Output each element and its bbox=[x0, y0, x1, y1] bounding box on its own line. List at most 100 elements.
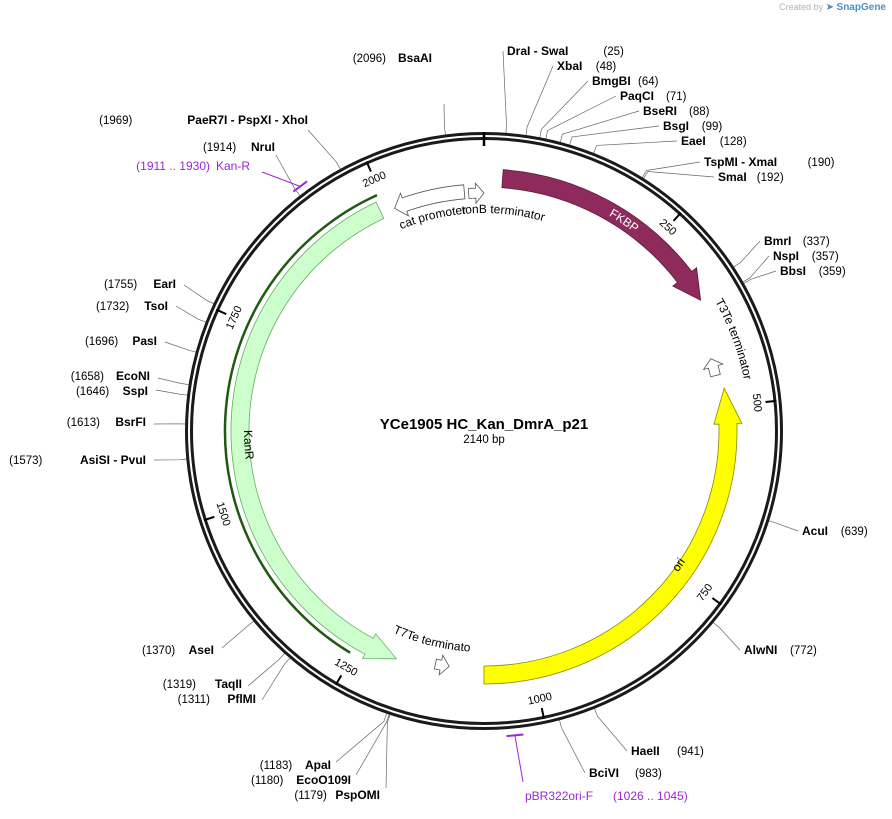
site-leader-xbai bbox=[526, 66, 553, 136]
site-label-tspmi-xmai: TspMI - XmaI (190) bbox=[704, 155, 835, 169]
site-label-nrui: NruI(1914) bbox=[203, 140, 275, 154]
site-position-xbai: (48) bbox=[596, 61, 617, 73]
site-name-tspmi-xmai: TspMI - XmaI bbox=[704, 155, 777, 169]
primer-range-pbr322ori-f: (1026 .. 1045) bbox=[613, 789, 688, 803]
site-position-bcivi: (983) bbox=[635, 768, 662, 780]
feature-label-tonb-terminator: tonB terminator bbox=[461, 202, 546, 224]
tick-label-1750: 1750 bbox=[224, 304, 245, 331]
site-position-asei: (1370) bbox=[142, 645, 175, 657]
site-label-smai: SmaI(192) bbox=[718, 170, 784, 184]
primer-leader-kan-r bbox=[262, 172, 300, 186]
site-leader-asisi-pvui bbox=[154, 459, 187, 460]
site-leader-bbsi bbox=[743, 271, 776, 284]
plasmid-name: YCe1905 HC_Kan_DmrA_p21 bbox=[380, 416, 588, 433]
site-name-smai: SmaI bbox=[718, 170, 747, 184]
site-label-sspi: SspI(1646) bbox=[76, 384, 148, 398]
site-leader-bmri bbox=[733, 241, 760, 267]
site-name-alwni: AlwNI bbox=[744, 643, 777, 657]
site-leader-tsoi bbox=[176, 306, 207, 322]
site-position-bbsi: (359) bbox=[819, 266, 846, 278]
tick-label-1000: 1000 bbox=[527, 691, 553, 708]
plasmid-size: 2140 bp bbox=[463, 434, 505, 446]
site-label-alwni: AlwNI (772) bbox=[744, 643, 817, 657]
site-label-eaei: EaeI (128) bbox=[681, 134, 747, 148]
site-leader-bmgbi bbox=[540, 81, 588, 138]
primer-range-kan-r: (1911 .. 1930) bbox=[136, 159, 210, 173]
site-position-bmgbi: (64) bbox=[638, 76, 659, 88]
tick-label-1500: 1500 bbox=[214, 501, 233, 528]
site-label-bsaai: BsaAI(2096) bbox=[353, 51, 432, 65]
site-leader-smai bbox=[643, 172, 714, 180]
site-label-paer7i-pspxi-xhoi: PaeR7I - PspXI - XhoI(1969) bbox=[99, 113, 308, 127]
snapgene-watermark: Created by ➤ SnapGene bbox=[779, 2, 886, 13]
site-position-paqci: (71) bbox=[666, 91, 687, 103]
site-position-econi: (1658) bbox=[71, 371, 104, 383]
tick-label-2000: 2000 bbox=[361, 169, 388, 190]
site-position-bmri: (337) bbox=[803, 236, 830, 248]
feature-label-kanr: KanR bbox=[241, 430, 257, 461]
site-name-eaei: EaeI bbox=[681, 134, 706, 148]
tick-label-750: 750 bbox=[695, 582, 716, 604]
site-position-pasi: (1696) bbox=[85, 336, 118, 348]
primer-name-pbr322ori-f: pBR322ori-F bbox=[525, 789, 593, 803]
feature-arrow-kanr bbox=[231, 202, 396, 659]
site-name-bcivi: BciVI bbox=[589, 766, 619, 780]
site-position-bsgi: (99) bbox=[702, 121, 723, 133]
site-name-xbai: XbaI bbox=[557, 59, 582, 73]
site-name-paer7i-pspxi-xhoi: PaeR7I - PspXI - XhoI bbox=[187, 113, 308, 127]
site-position-tsoi: (1732) bbox=[96, 301, 129, 313]
site-label-apai: ApaI(1183) bbox=[260, 758, 331, 772]
site-leader-pspomi bbox=[386, 714, 390, 788]
site-position-eari: (1755) bbox=[104, 279, 137, 291]
site-name-acui: AcuI bbox=[802, 524, 828, 538]
site-position-tspmi-xmai: (190) bbox=[808, 157, 835, 169]
site-position-bsaai: (2096) bbox=[353, 53, 386, 65]
primer-name-kan-r: Kan-R bbox=[216, 159, 250, 173]
site-name-asisi-pvui: AsiSI - PvuI bbox=[80, 453, 146, 467]
site-leader-alwni bbox=[713, 622, 740, 650]
site-leader-econi bbox=[158, 378, 190, 385]
site-leader-acui bbox=[768, 521, 798, 531]
site-leader-nspi bbox=[742, 256, 769, 282]
site-label-bsgi: BsgI (99) bbox=[663, 119, 722, 133]
site-label-pspomi: PspOMI (1179) bbox=[294, 788, 380, 802]
site-name-pasi: PasI bbox=[132, 334, 157, 348]
site-label-bcivi: BciVI (983) bbox=[589, 766, 662, 780]
site-label-haeii: HaeII (941) bbox=[631, 744, 704, 758]
site-leader-tspmi-xmai bbox=[642, 162, 700, 178]
site-position-haeii: (941) bbox=[677, 746, 704, 758]
site-position-pflmi: (1311) bbox=[178, 694, 211, 706]
site-label-taqii: TaqII(1319) bbox=[163, 677, 242, 691]
site-name-haeii: HaeII bbox=[631, 744, 660, 758]
site-leader-apai bbox=[336, 713, 387, 762]
site-label-econi: EcoNI(1658) bbox=[71, 369, 150, 383]
site-label-asisi-pvui: AsiSI - PvuI(1573) bbox=[9, 453, 146, 467]
primers: (1911 .. 1930) Kan-R pBR322ori-F (1026 .. 1… bbox=[136, 159, 688, 803]
site-position-ecoo109i: (1180) bbox=[251, 775, 284, 787]
site-label-paqci: PaqCI(71) bbox=[620, 89, 687, 103]
site-leader-paer7i-pspxi-xhoi bbox=[308, 130, 341, 170]
site-label-asei: AseI(1370) bbox=[142, 643, 214, 657]
site-position-alwni: (772) bbox=[790, 645, 817, 657]
site-name-sspi: SspI bbox=[123, 384, 148, 398]
site-name-bmgbi: BmgBI bbox=[592, 74, 631, 88]
site-name-tsoi: TsoI bbox=[144, 299, 168, 313]
site-position-bsrfi: (1613) bbox=[67, 417, 100, 429]
site-label-bseri: BseRI(88) bbox=[643, 104, 710, 118]
site-label-bbsi: BbsI (359) bbox=[780, 264, 846, 278]
feature-arrow-t7te-terminator bbox=[434, 655, 449, 675]
tick-mark-500 bbox=[766, 401, 777, 402]
site-position-pspomi: (1179) bbox=[294, 790, 327, 802]
site-name-bsgi: BsgI bbox=[663, 119, 689, 133]
site-leader-taqii bbox=[248, 653, 285, 686]
site-label-ecoo109i: EcoO109I(1180) bbox=[251, 773, 351, 787]
site-label-bsrfi: BsrFI(1613) bbox=[67, 415, 146, 429]
feature-label-path-kanr: KanR bbox=[241, 430, 257, 461]
site-name-bbsi: BbsI bbox=[780, 264, 806, 278]
site-leader-pflmi bbox=[262, 658, 290, 701]
tick-mark-250 bbox=[674, 213, 681, 221]
site-name-pspomi: PspOMI bbox=[335, 788, 380, 802]
site-leader-sspi bbox=[156, 390, 188, 395]
site-position-eaei: (128) bbox=[720, 136, 747, 148]
